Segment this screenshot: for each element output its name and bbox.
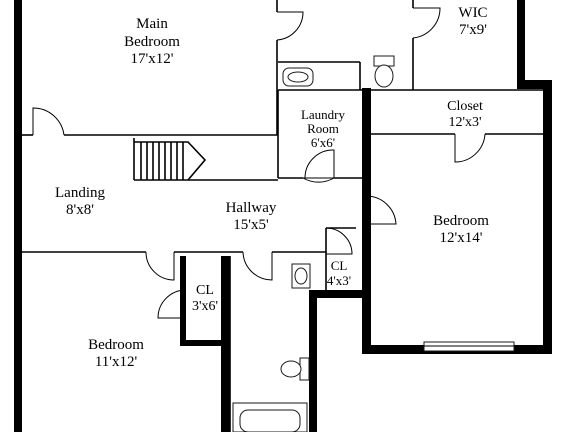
sink-bowl-icon [287,71,309,83]
door-cl-right [325,227,353,255]
sink-bowl-2-icon [294,267,308,285]
doors [32,7,486,319]
room-size-bedroom-right: 12'x14' [440,230,483,246]
door-bedroom-left [145,251,175,281]
room-name-laundry-line2: Room [307,121,339,136]
door-bedroom-right [367,195,397,225]
room-size-hallway: 15'x5' [233,217,269,233]
room-name-main-bedroom-line1: Main [136,16,168,32]
interior-walls [22,0,548,432]
room-name-hallway: Hallway [226,200,277,216]
room-size-landing: 8'x8' [66,202,94,218]
room-size-main-bedroom: 17'x12' [131,51,174,67]
room-name-closet: Closet [447,99,483,114]
wall-right-step [517,80,551,89]
room-size-cl-left: 3'x6' [192,299,218,314]
room-name-main-bedroom-line2: Bedroom [124,34,180,50]
wall-bath-top-right [309,290,369,298]
door-landing [32,107,65,136]
toilet-2-bowl-icon [280,360,302,378]
door-wic [412,7,441,39]
wall-bath-right [309,298,317,432]
fixtures [232,55,515,432]
room-size-bedroom-left: 11'x12' [95,354,138,370]
door-cl-left [157,289,187,319]
room-name-laundry-line1: Laundry [301,107,346,122]
room-name-bedroom-left: Bedroom [88,337,144,353]
room-size-laundry: 6'x6' [311,135,335,150]
room-name-wic: WIC [458,5,487,21]
door-main-bedroom [276,11,304,41]
wall-wic-right [517,0,525,84]
wall-left-exterior [14,0,22,432]
wall-bath-left [221,256,230,432]
door-laundry [302,149,336,183]
stairs [134,141,207,181]
room-name-bedroom-right: Bedroom [433,213,489,229]
wall-bedroom-left [362,88,371,354]
wall-cl-left [180,256,186,345]
room-name-cl-left: CL [196,283,214,298]
room-size-cl-right: 4'x3' [327,273,351,288]
door-bath [242,251,273,281]
room-size-closet: 12'x3' [448,115,481,130]
room-name-landing: Landing [55,185,105,201]
bathtub-inner-icon [239,409,301,432]
wall-right-exterior [543,80,552,354]
toilet-bowl-icon [374,64,394,88]
wall-cl-bottom [180,340,225,346]
door-closet [454,133,486,163]
room-labels: Main Bedroom 17'x12' WIC 7'x9' Laundry R… [55,5,489,370]
room-name-cl-right: CL [331,258,348,273]
room-size-wic: 7'x9' [459,22,487,38]
